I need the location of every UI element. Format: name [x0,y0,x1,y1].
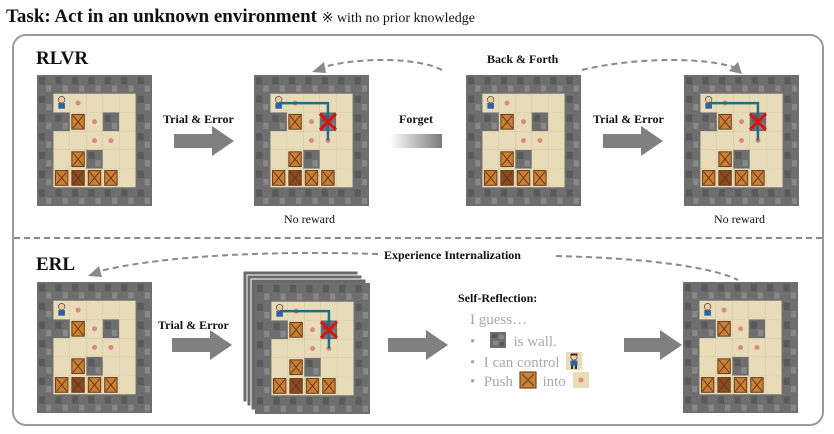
board-erl-attempt-stack [242,270,383,416]
board-rlvr-attempt-1 [254,75,369,206]
task-title-main: Task: Act in an unknown environment [6,6,317,27]
arrow-erl-reflect [388,330,448,360]
section-divider [14,237,822,239]
goal-tile-icon [572,372,589,388]
board-erl-solved [683,282,798,413]
label-rlvr-trial-1: Trial & Error [163,112,234,126]
board-rlvr-start [37,75,152,206]
reflection-control-text: I can control [483,355,560,371]
arrow-rlvr-trial-2 [603,126,663,156]
erl-section-label: ERL [36,254,76,275]
board-erl-attempt-front [255,283,370,414]
reflection-push-text: Push [483,374,513,390]
label-experience-internalization: Experience Internalization [384,248,521,262]
arrow-rlvr-forget [390,134,442,148]
box-tile-icon [519,371,537,389]
label-erl-trial: Trial & Error [158,318,229,332]
diagram-frame [12,34,824,426]
caption-no-reward-1: No reward [284,212,335,226]
task-title-note: ※ with no prior knowledge [321,11,475,26]
arrow-erl-apply [624,330,682,360]
label-back-and-forth: Back & Forth [487,52,559,66]
reflection-line-push: • Push into [470,371,589,391]
caption-no-reward-2: No reward [714,212,765,226]
reflection-into-text: into [542,374,566,390]
reflection-intro: I guess… [470,312,528,328]
wall-tile-icon [489,332,506,348]
reflection-wall-text: is wall. [513,334,557,350]
arrow-back-and-forth [319,59,443,71]
task-title: Task: Act in an unknown environment ※ wi… [6,6,475,28]
board-erl-start [37,282,152,413]
board-rlvr-attempt-2 [684,75,799,206]
board-rlvr-reset [466,75,581,206]
reflection-line-wall: • is wall. [470,332,557,350]
label-rlvr-trial-2: Trial & Error [593,112,664,126]
arrow-rlvr-trial-1 [174,126,234,156]
label-rlvr-forget: Forget [399,112,433,126]
reflection-line-control: • I can control [470,352,583,372]
arrow-erl-trial [172,330,232,360]
rlvr-section-label: RLVR [36,48,89,69]
reflection-title: Self-Reflection: [458,291,538,305]
player-icon [566,352,583,370]
arrow-experience-internalization [95,251,379,273]
